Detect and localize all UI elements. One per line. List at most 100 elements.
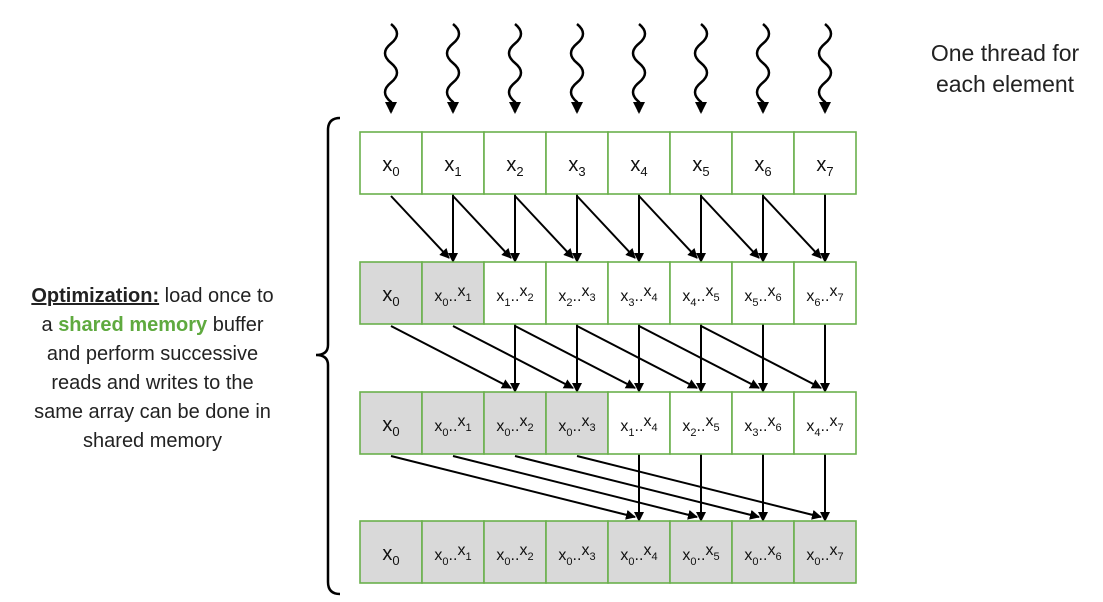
thread-squiggle xyxy=(631,23,647,114)
optimization-heading: Optimization: xyxy=(31,285,160,307)
cell-label: x2..x3 xyxy=(558,283,595,309)
cell-label: x0..x6 xyxy=(744,542,781,568)
optimization-text-c: buffer xyxy=(212,314,264,336)
cell-label: x0..x1 xyxy=(434,413,471,439)
array-row: x0 x1 x2 x3 x4 x5 x6 x7 xyxy=(359,131,857,195)
array-cell xyxy=(731,131,795,195)
cell-label: x0 xyxy=(382,414,399,439)
thread-squiggle xyxy=(383,23,399,114)
thread-squiggle xyxy=(693,23,709,114)
array-row: x0 x0..x1 x0..x2 x0..x3 x1..x4 x2..x5 x3..x6 x4… xyxy=(359,391,857,455)
cell-label: x1..x4 xyxy=(620,413,657,439)
optimization-line-1: Optimization: load once to xyxy=(0,282,305,311)
thread-squiggle xyxy=(755,23,771,114)
array-cell xyxy=(669,261,733,325)
cell-label: x3..x6 xyxy=(744,413,781,439)
array-cell xyxy=(545,391,609,455)
optimization-text-b: a xyxy=(41,314,53,336)
cell-label: x4..x7 xyxy=(806,413,843,439)
array-cell xyxy=(793,261,857,325)
optimization-line-4: reads and writes to the xyxy=(51,372,254,394)
array-row: x0 x0..x1 x1..x2 x2..x3 x3..x4 x4..x5 x5..x6 x6… xyxy=(359,261,857,325)
arrow-diagonal xyxy=(576,325,698,389)
array-cell xyxy=(607,131,671,195)
array-cell xyxy=(421,131,485,195)
optimization-line-3: and perform successive xyxy=(46,343,259,365)
arrow-diagonal xyxy=(514,455,760,520)
cell-label: x3..x4 xyxy=(620,283,657,309)
array-cell xyxy=(669,391,733,455)
cell-label: x0..x7 xyxy=(806,542,843,568)
cell-label: x0..x2 xyxy=(496,542,533,568)
array-cell xyxy=(359,391,423,455)
cell-label: x0..x3 xyxy=(558,413,595,439)
cell-label: x7 xyxy=(816,154,833,179)
cell-label: x0..x3 xyxy=(558,542,595,568)
arrow-diagonal xyxy=(700,325,822,389)
optimization-line-2: a shared memory buffer xyxy=(0,311,305,340)
cell-label: x2..x5 xyxy=(682,413,719,439)
cell-label: x1 xyxy=(444,154,461,179)
array-cell xyxy=(483,131,547,195)
arrow-diagonal xyxy=(390,195,450,259)
thread-squiggles xyxy=(383,23,833,114)
array-cell xyxy=(359,261,423,325)
cell-label: x0..x2 xyxy=(496,413,533,439)
array-cell xyxy=(483,261,547,325)
threads-note: One thread for each element xyxy=(905,38,1103,100)
arrow-diagonal xyxy=(638,195,698,259)
optimization-text-a: load once to xyxy=(164,285,274,307)
array-cell xyxy=(483,391,547,455)
shared-memory-highlight: shared memory xyxy=(58,314,208,336)
array-cell xyxy=(545,131,609,195)
cell-label: x0 xyxy=(382,154,399,179)
array-cell xyxy=(483,520,547,584)
optimization-line-5: same array can be done in xyxy=(34,401,271,423)
cell-label: x6..x7 xyxy=(806,283,843,309)
cell-label: x4 xyxy=(630,154,647,179)
array-cell xyxy=(545,261,609,325)
cell-label: x5..x6 xyxy=(744,283,781,309)
cell-label: x1..x2 xyxy=(496,283,533,309)
cell-label: x0 xyxy=(382,284,399,309)
dependency-arrows xyxy=(390,194,830,522)
cell-label: x0 xyxy=(382,543,399,568)
cell-label: x3 xyxy=(568,154,585,179)
array-cell xyxy=(421,261,485,325)
array-cell xyxy=(793,520,857,584)
arrow-diagonal xyxy=(452,325,574,389)
array-cell xyxy=(793,131,857,195)
array-cell xyxy=(359,131,423,195)
arrow-diagonal xyxy=(762,195,822,259)
optimization-line-6: shared memory xyxy=(83,430,222,452)
arrow-diagonal xyxy=(514,325,636,389)
threads-note-line-2: each element xyxy=(935,71,1075,97)
left-brace xyxy=(315,116,341,596)
array-cell xyxy=(669,520,733,584)
cell-label: x0..x5 xyxy=(682,542,719,568)
array-cell xyxy=(793,391,857,455)
cell-label: x5 xyxy=(692,154,709,179)
cell-label: x2 xyxy=(506,154,523,179)
array-cell xyxy=(359,520,423,584)
cell-label: x0..x1 xyxy=(434,283,471,309)
cell-label: x6 xyxy=(754,154,771,179)
arrow-diagonal xyxy=(638,325,760,389)
arrow-diagonal xyxy=(576,455,822,520)
arrow-diagonal xyxy=(514,195,574,259)
arrow-diagonal xyxy=(390,325,512,389)
arrow-diagonal xyxy=(452,195,512,259)
array-rows: x0 x1 x2 x3 x4 x5 x6 x7 x0 x0..x1 x1..x2 x2..x3 x3..… xyxy=(359,131,857,584)
array-cell xyxy=(731,261,795,325)
cell-label: x0..x1 xyxy=(434,542,471,568)
thread-squiggle xyxy=(507,23,523,114)
threads-note-line-1: One thread for xyxy=(930,40,1080,66)
arrow-diagonal xyxy=(452,455,698,520)
thread-squiggle xyxy=(569,23,585,114)
thread-squiggle xyxy=(445,23,461,114)
cell-label: x4..x5 xyxy=(682,283,719,309)
thread-squiggle xyxy=(817,23,833,114)
optimization-note: Optimization: load once to a shared memo… xyxy=(0,282,305,456)
